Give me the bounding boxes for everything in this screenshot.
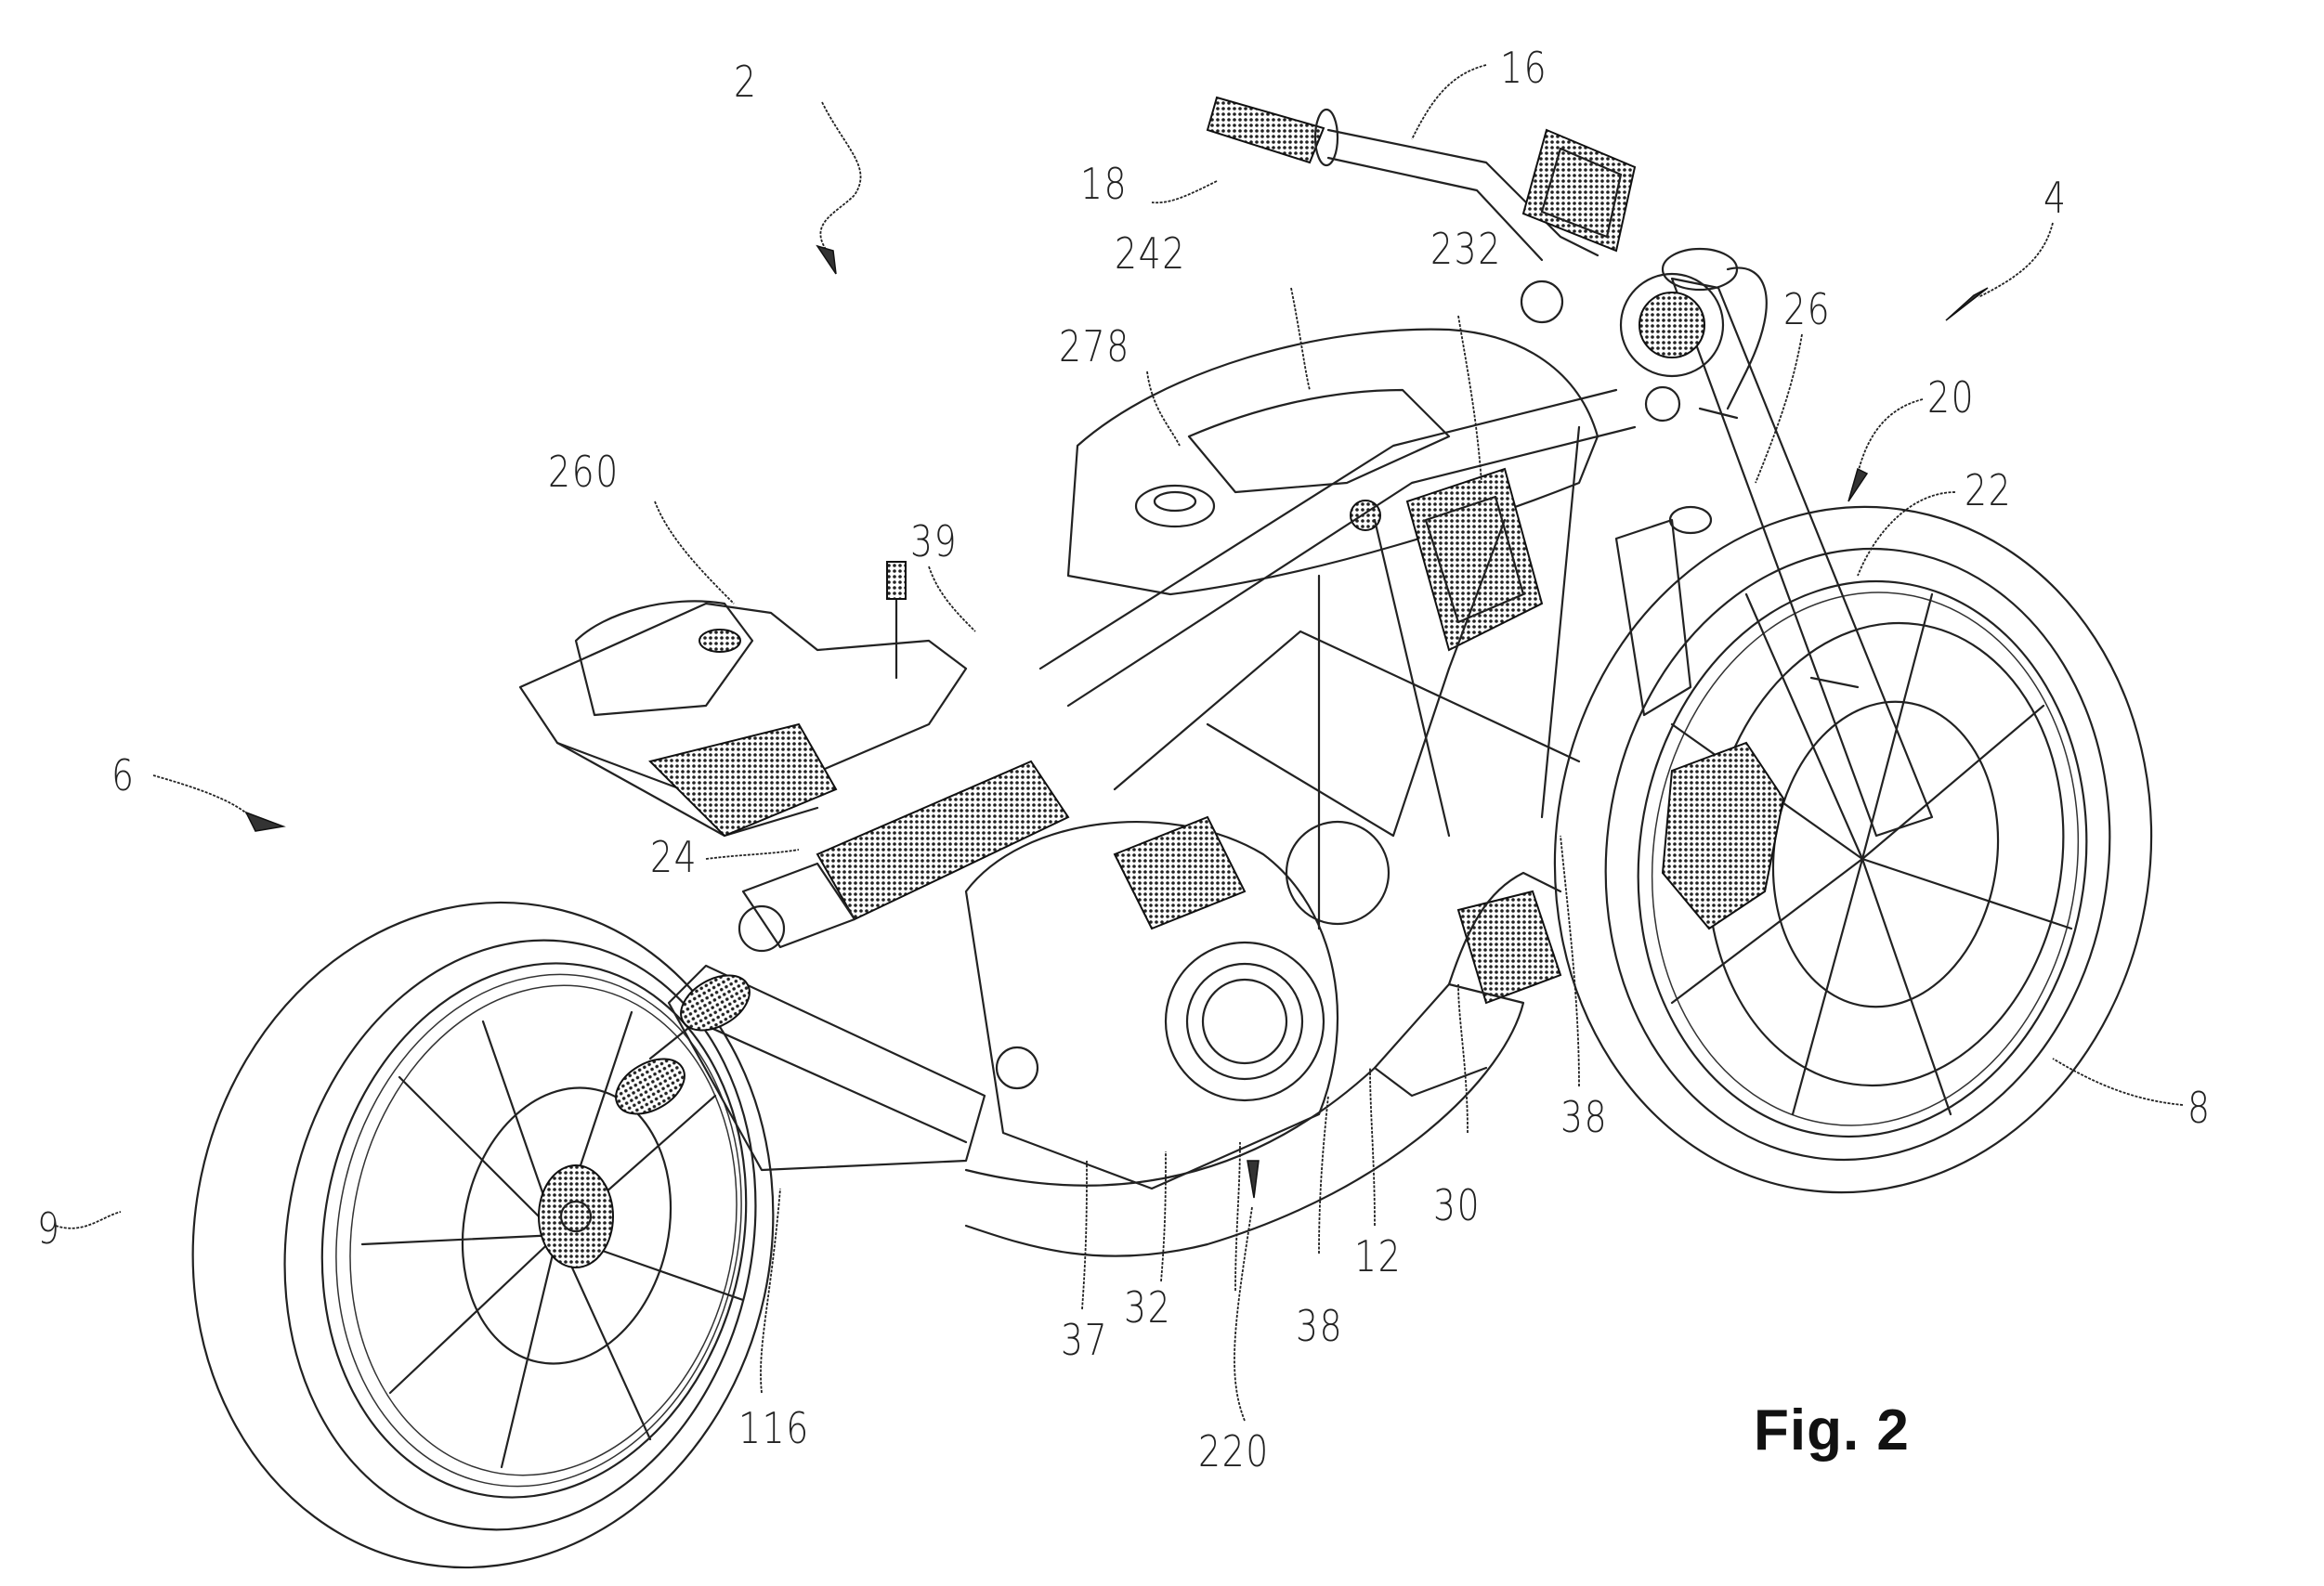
ref-numeral-24: 24 — [650, 832, 699, 882]
ref-numeral-18: 18 — [1080, 159, 1129, 209]
front-wheel-spokes — [1670, 592, 2073, 1116]
ref-numeral-37: 37 — [1061, 1315, 1109, 1365]
ref-numeral-116: 116 — [738, 1403, 810, 1453]
electronic-module — [1405, 467, 1544, 652]
ref-numeral-20: 20 — [1927, 372, 1976, 422]
engine-clutch-cover — [1164, 941, 1325, 1102]
rear-brake-disc — [461, 1086, 672, 1365]
ref-numeral-4: 4 — [2043, 173, 2068, 223]
ref-numeral-8: 8 — [2187, 1083, 2212, 1133]
ref-numeral-16: 16 — [1500, 43, 1548, 93]
ref-numeral-260: 260 — [548, 447, 620, 497]
ref-numeral-39: 39 — [910, 516, 959, 566]
ref-numeral-26: 26 — [1783, 284, 1832, 334]
frame-trellis — [1038, 388, 1637, 930]
ref-numeral-242: 242 — [1115, 228, 1186, 279]
figure-caption: Fig. 2 — [1754, 1398, 1910, 1462]
leader-lines — [55, 64, 2184, 1422]
exhaust-system — [615, 871, 1562, 1257]
rear-tail-section — [518, 561, 968, 838]
radiator — [1614, 518, 1692, 717]
front-wheel — [1553, 505, 2153, 1194]
dashboard-display — [1521, 128, 1637, 253]
ref-numeral-22: 22 — [1965, 465, 2013, 515]
ref-numeral-12: 12 — [1354, 1231, 1403, 1281]
ref-numeral-38-lower: 38 — [1296, 1301, 1344, 1351]
engine — [964, 815, 1562, 1190]
filler-cap — [1134, 484, 1216, 528]
rear-shock — [738, 760, 1070, 953]
ref-numeral-32: 32 — [1124, 1282, 1172, 1332]
handlebar — [1206, 96, 1768, 422]
ref-numeral-6: 6 — [111, 750, 136, 800]
ref-numeral-232: 232 — [1430, 224, 1502, 274]
ref-numeral-38-upper: 38 — [1560, 1092, 1609, 1142]
ref-numeral-220: 220 — [1198, 1426, 1270, 1476]
ref-numeral-2: 2 — [734, 57, 758, 107]
rear-wheel — [191, 901, 775, 1569]
ref-numeral-9: 9 — [37, 1203, 61, 1254]
ref-numeral-278: 278 — [1059, 321, 1130, 371]
ref-numeral-30: 30 — [1433, 1180, 1482, 1230]
